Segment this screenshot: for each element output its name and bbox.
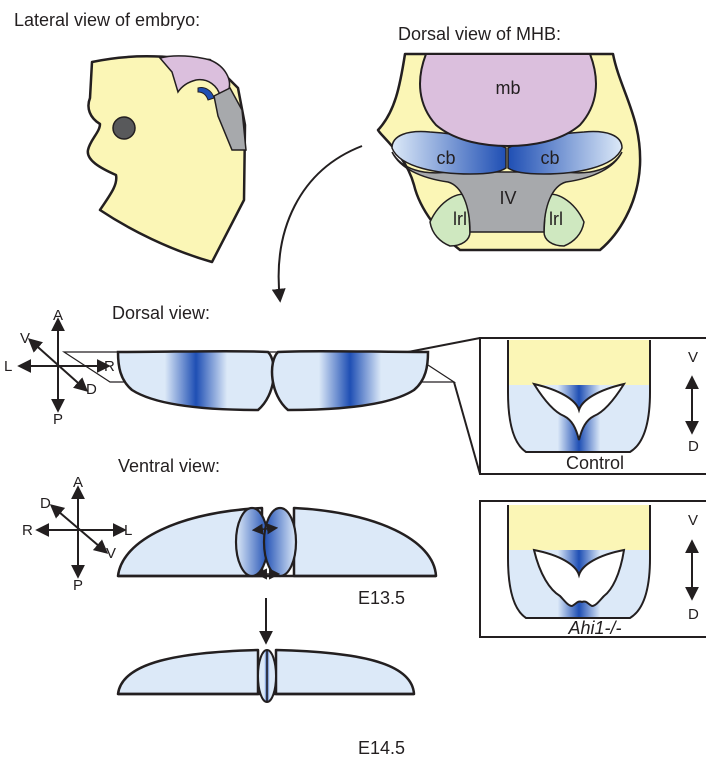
control-d: D xyxy=(688,438,699,455)
zoom-line-bottom xyxy=(454,382,480,474)
control-label: Control xyxy=(566,453,624,473)
e14-label: E14.5 xyxy=(358,738,405,758)
axis-r: R xyxy=(104,358,115,375)
mb-label: mb xyxy=(495,78,520,98)
mb-region xyxy=(420,54,596,146)
e13-label: E13.5 xyxy=(358,588,405,608)
mutant-v: V xyxy=(688,512,698,529)
control-v: V xyxy=(688,349,698,366)
e14-left-hemisphere xyxy=(118,650,258,694)
v-axis-d: D xyxy=(40,495,51,512)
cb-left-label: cb xyxy=(436,148,455,168)
dorsal-left-hemisphere xyxy=(118,351,274,410)
e14-right-hemisphere xyxy=(276,650,414,694)
lrl-left-label: lrl xyxy=(453,209,467,229)
axis-p: P xyxy=(53,411,63,428)
title-ventral: Ventral view: xyxy=(118,456,220,476)
mutant-d: D xyxy=(688,606,699,623)
embryo-eye xyxy=(113,117,135,139)
e13-right-hemisphere xyxy=(294,508,436,576)
axis-a: A xyxy=(53,307,63,324)
title-dorsal-mhb: Dorsal view of MHB: xyxy=(398,24,561,44)
v-axis-r: R xyxy=(22,522,33,539)
dorsal-axes: A P L R V D xyxy=(4,307,115,428)
axis-d: D xyxy=(86,381,97,398)
mutant-label: Ahi1-/- xyxy=(567,618,621,638)
v-axis-v: V xyxy=(106,545,116,562)
v-axis-l: L xyxy=(124,522,132,539)
ventricle-label: IV xyxy=(499,188,516,208)
ventral-axes: A P R L D V xyxy=(22,474,132,594)
control-section: Control V D xyxy=(480,338,706,474)
ventral-e13: E13.5 xyxy=(118,508,436,608)
dorsal-right-hemisphere xyxy=(272,351,428,410)
connector-arrow xyxy=(279,146,362,300)
mhb-dorsal-diagram: mb cb cb IV lrl lrl xyxy=(378,54,640,250)
mutant-section: Ahi1-/- V D xyxy=(480,501,706,638)
cb-right-label: cb xyxy=(540,148,559,168)
title-dorsal: Dorsal view: xyxy=(112,303,210,323)
title-lateral: Lateral view of embryo: xyxy=(14,10,200,30)
axis-v: V xyxy=(20,330,30,347)
v-axis-a: A xyxy=(73,474,83,491)
dorsal-cerebellum xyxy=(118,351,428,410)
lrl-right-label: lrl xyxy=(549,209,563,229)
ventral-e14: E14.5 xyxy=(118,650,414,758)
e13-right-lens xyxy=(264,508,296,576)
lateral-embryo xyxy=(88,56,246,262)
v-axis-p: P xyxy=(73,577,83,594)
zoom-line-top xyxy=(408,338,480,352)
axis-l: L xyxy=(4,358,12,375)
